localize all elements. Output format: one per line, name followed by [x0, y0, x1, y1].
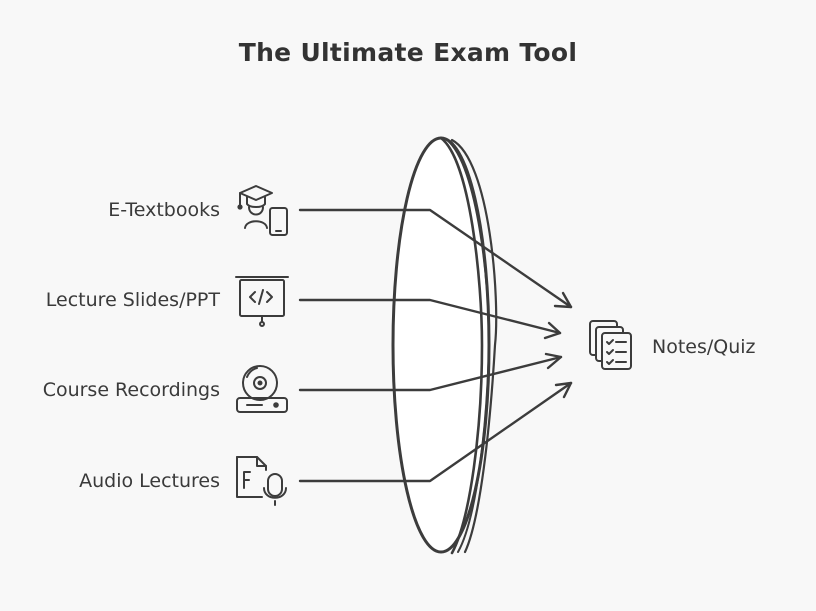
diagram-title: The Ultimate Exam Tool [238, 38, 578, 67]
graduate-phone-icon [237, 185, 288, 236]
arrow-audio-lectures [298, 381, 573, 483]
audio-file-mic-icon [236, 456, 287, 506]
label-lecture-slides: Lecture Slides/PPT [45, 289, 220, 311]
arrow-e-textbooks [298, 208, 573, 309]
arrow-course-recordings [298, 352, 563, 392]
lens [391, 136, 498, 555]
label-notes-quiz: Notes/Quiz [652, 336, 756, 358]
stacked-checklist-icon [589, 320, 632, 370]
arrow-lecture-slides [298, 298, 562, 340]
label-audio-lectures: Audio Lectures [79, 470, 220, 492]
label-e-textbooks: E-Textbooks [108, 199, 220, 221]
presentation-board-icon [235, 276, 289, 327]
disc-player-icon [236, 365, 288, 413]
label-course-recordings: Course Recordings [42, 379, 220, 401]
